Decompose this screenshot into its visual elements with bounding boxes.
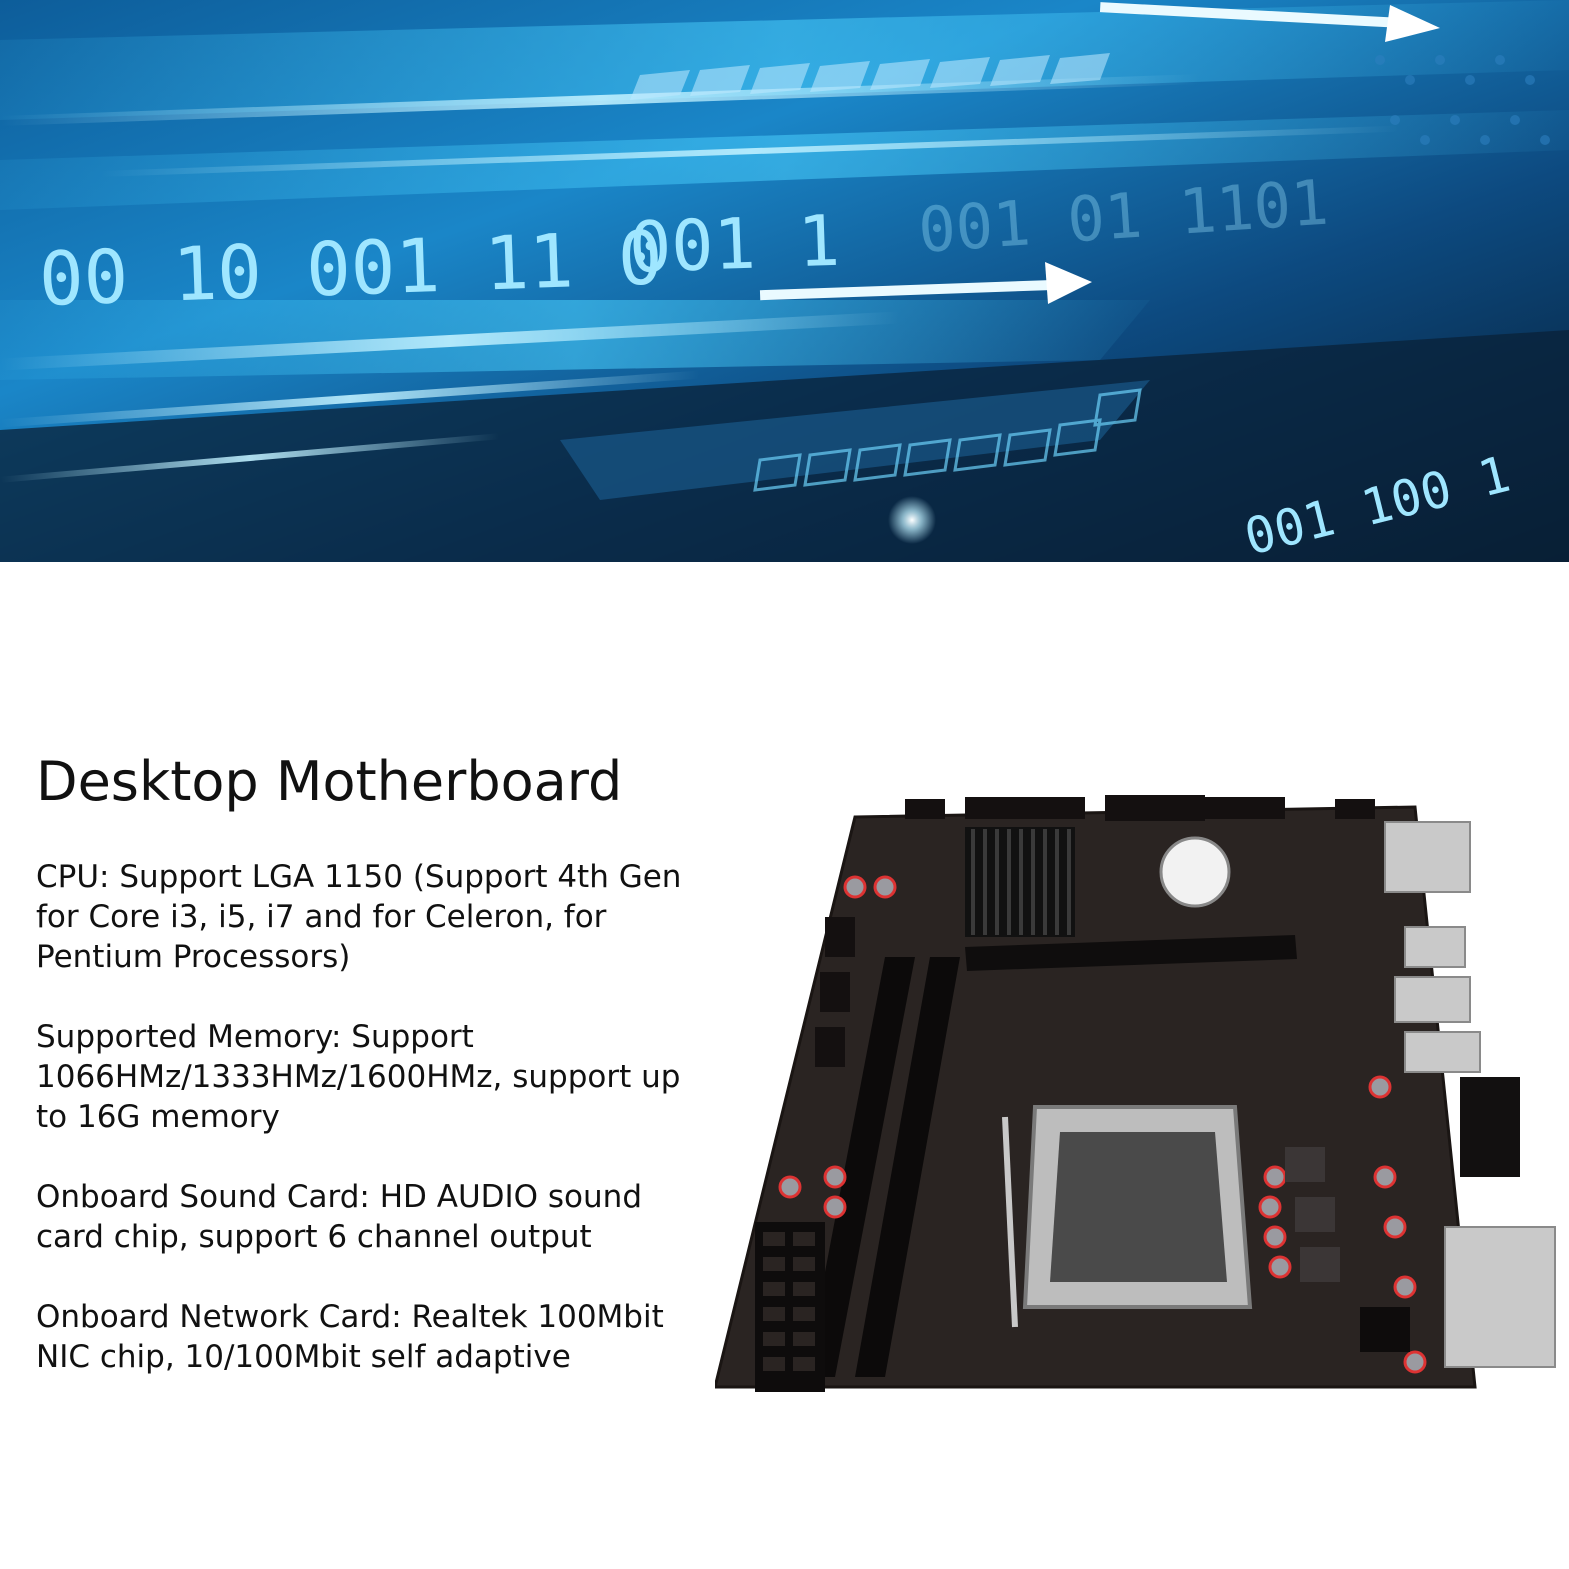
sata-ports [815,917,855,1067]
motherboard-image [715,787,1560,1397]
header-connector [1105,795,1205,821]
spec-memory: Supported Memory: Support 1066HMz/1333HM… [36,1019,681,1135]
product-info-section: Desktop Motherboard CPU: Support LGA 115… [0,562,1569,1569]
chipset-heatsink [965,827,1075,937]
cpu-socket [1002,1105,1253,1328]
eps-power-connector [1360,1307,1410,1352]
cmos-battery [1159,836,1231,908]
dimm-slot-1 [805,957,915,1377]
sparkle-icon [888,496,936,544]
binary-text-mid: 001 1 [628,200,841,289]
pcie-slot [965,935,1297,971]
spec-sound-card: Onboard Sound Card: HD AUDIO sound card … [36,1179,642,1255]
spec-network-card: Onboard Network Card: Realtek 100Mbit NI… [36,1299,664,1375]
rear-io-ports [1384,821,1556,1368]
hero-banner: 00 10 001 11 0 001 1 001 01 1101 001 100… [0,0,1569,562]
spec-cpu: CPU: Support LGA 1150 (Support 4th Gen f… [36,859,682,975]
vga-port [1460,1077,1520,1177]
dimm-slot-2 [855,957,960,1377]
product-title: Desktop Motherboard [36,750,623,813]
arrow-icon-lower [759,262,1092,304]
arrow-icon-upper [1099,2,1440,42]
